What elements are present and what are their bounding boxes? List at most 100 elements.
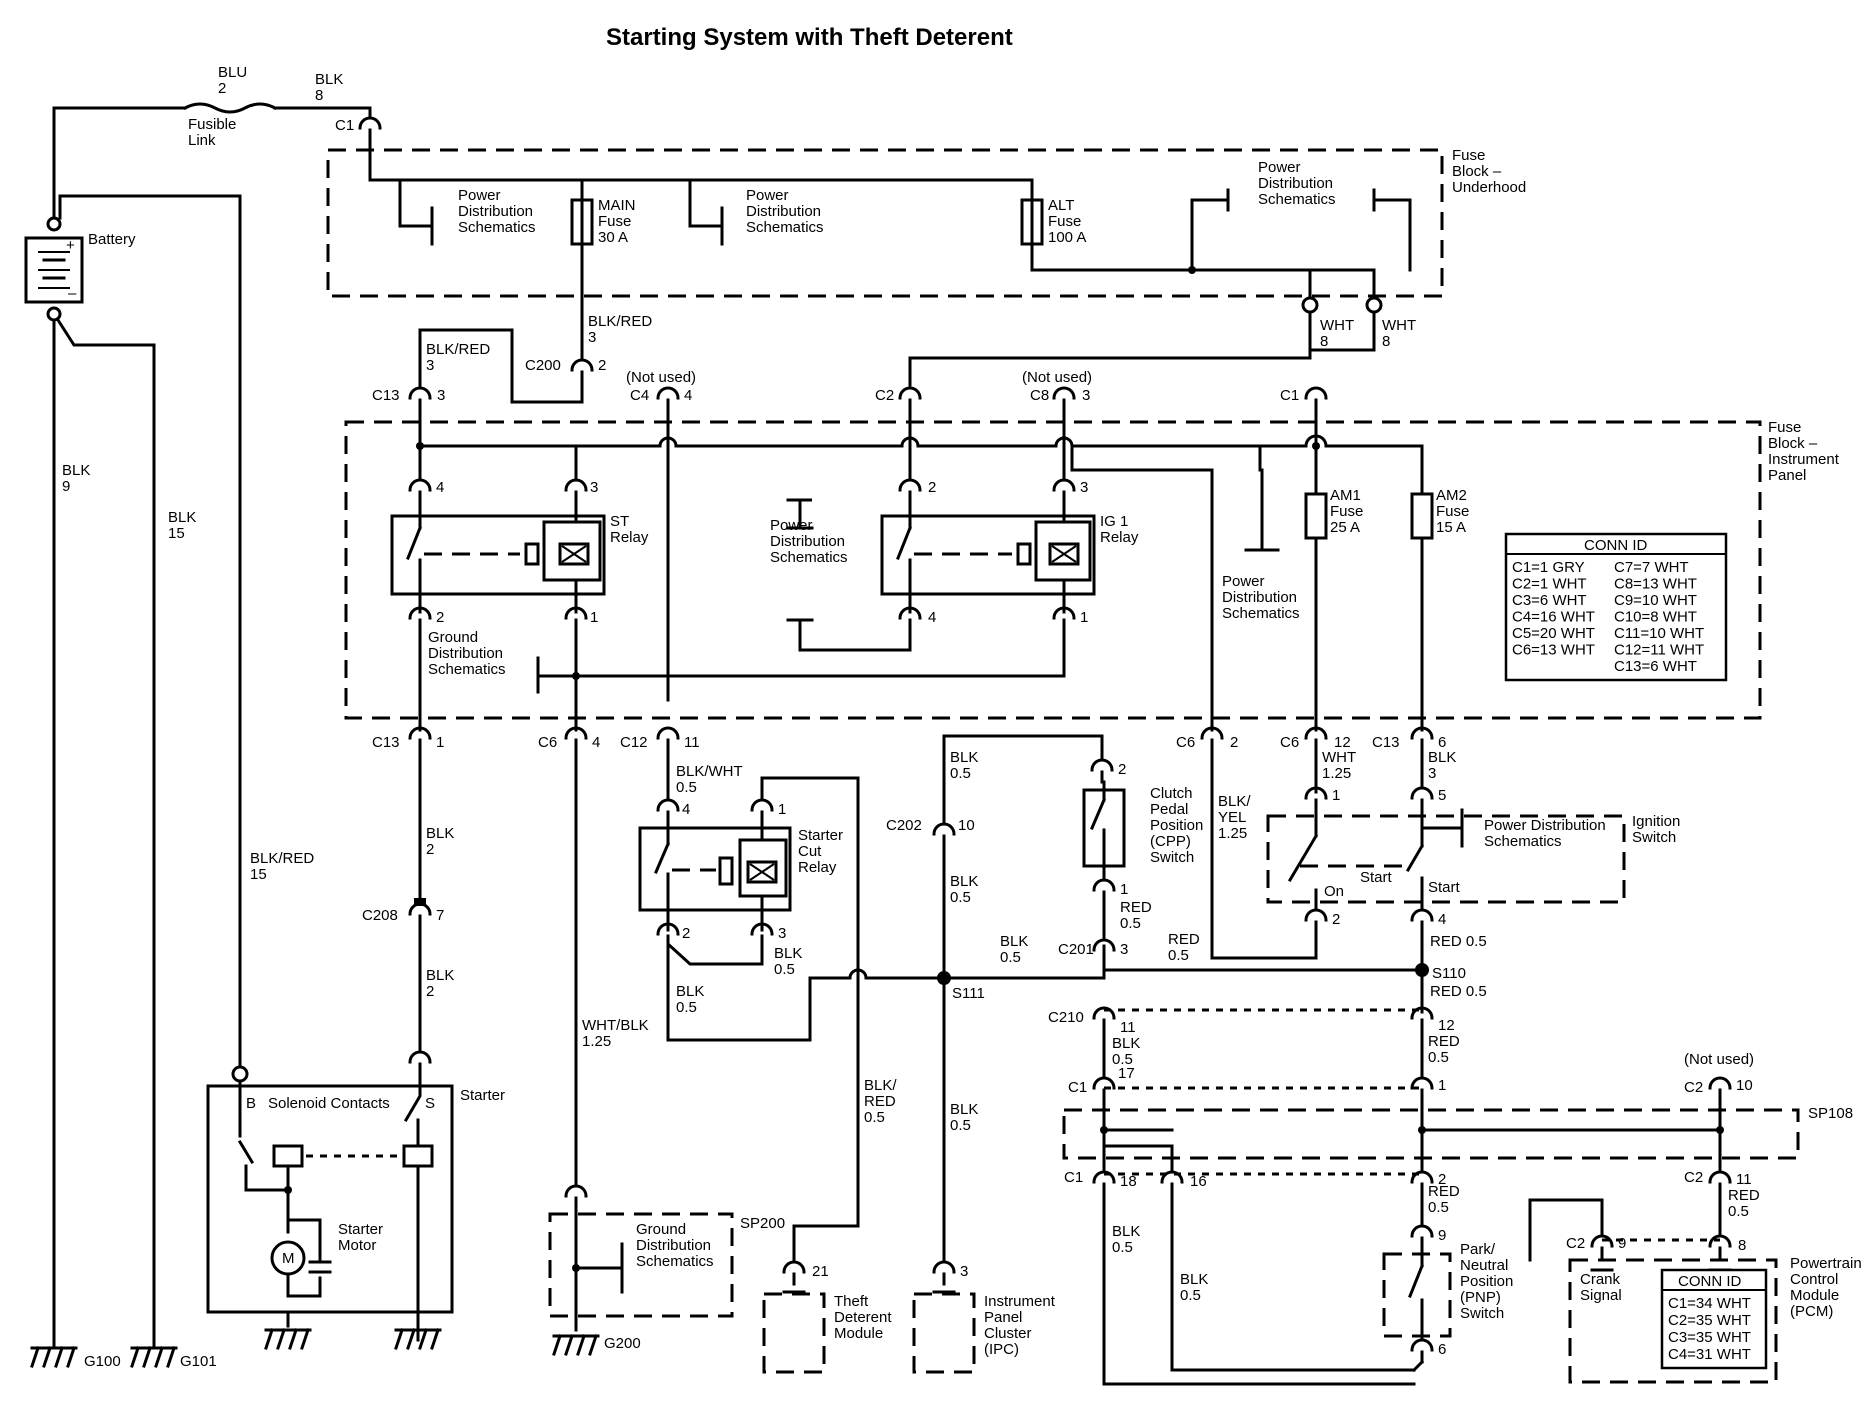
fuse-block-instrument-panel — [344, 420, 1762, 720]
svg-text:YEL: YEL — [1218, 809, 1246, 826]
svg-text:2: 2 — [426, 841, 434, 858]
svg-text:Power: Power — [770, 517, 813, 534]
svg-text:C13: C13 — [372, 734, 400, 751]
svg-text:1: 1 — [590, 609, 598, 626]
sp108 — [1062, 1108, 1800, 1160]
svg-text:BLK: BLK — [950, 1101, 978, 1118]
svg-text:9: 9 — [1618, 1235, 1626, 1252]
svg-text:0.5: 0.5 — [950, 889, 971, 906]
svg-text:BLK: BLK — [426, 825, 454, 842]
svg-text:Deterent: Deterent — [834, 1309, 892, 1326]
svg-text:30 A: 30 A — [598, 229, 628, 246]
svg-text:(PCM): (PCM) — [1790, 1303, 1833, 1320]
svg-text:C201: C201 — [1058, 941, 1094, 958]
svg-text:Schematics: Schematics — [1258, 191, 1336, 208]
svg-text:0.5: 0.5 — [774, 961, 795, 978]
svg-text:Ignition: Ignition — [1632, 813, 1680, 830]
svg-text:2: 2 — [598, 357, 606, 374]
svg-text:Schematics: Schematics — [458, 219, 536, 236]
svg-text:1: 1 — [436, 734, 444, 751]
svg-text:2: 2 — [928, 479, 936, 496]
svg-text:BLK: BLK — [774, 945, 802, 962]
svg-text:3: 3 — [437, 387, 445, 404]
svg-text:0.5: 0.5 — [1428, 1049, 1449, 1066]
svg-text:100 A: 100 A — [1048, 229, 1086, 246]
svg-text:3: 3 — [778, 925, 786, 942]
svg-text:C2: C2 — [875, 387, 894, 404]
svg-text:RED 0.5: RED 0.5 — [1430, 933, 1487, 950]
svg-text:Fuse: Fuse — [1768, 419, 1801, 436]
svg-text:RED: RED — [1428, 1033, 1460, 1050]
svg-text:C2: C2 — [1684, 1079, 1703, 1096]
svg-text:9: 9 — [1438, 1227, 1446, 1244]
svg-text:Switch: Switch — [1150, 849, 1194, 866]
svg-text:0.5: 0.5 — [950, 1117, 971, 1134]
svg-text:0.5: 0.5 — [1180, 1287, 1201, 1304]
svg-text:1: 1 — [1120, 881, 1128, 898]
svg-text:0.5: 0.5 — [1428, 1199, 1449, 1216]
svg-text:Power: Power — [458, 187, 501, 204]
svg-text:Ground: Ground — [636, 1221, 686, 1238]
svg-text:Panel: Panel — [1768, 467, 1806, 484]
theft-deterent-module — [762, 1292, 826, 1374]
svg-text:Schematics: Schematics — [1222, 605, 1300, 622]
instrument-panel-cluster — [912, 1292, 976, 1374]
svg-text:Start: Start — [1428, 879, 1461, 896]
svg-text:Relay: Relay — [798, 859, 837, 876]
svg-text:15: 15 — [250, 866, 267, 883]
am2-fuse: AM2 Fuse 15 A — [1410, 487, 1469, 732]
conn-id-left-row: C3=6 WHT — [1512, 592, 1587, 609]
svg-text:C4: C4 — [630, 387, 649, 404]
svg-text:25 A: 25 A — [1330, 519, 1360, 536]
svg-text:3: 3 — [588, 329, 596, 346]
svg-text:3: 3 — [960, 1263, 968, 1280]
ig1-relay: IG 1 Relay — [880, 500, 1139, 614]
svg-text:Module: Module — [834, 1325, 883, 1342]
pnp-switch — [1382, 1252, 1452, 1338]
svg-text:1: 1 — [778, 801, 786, 818]
fuse-block-underhood — [326, 148, 1444, 298]
svg-text:1: 1 — [1332, 787, 1340, 804]
svg-text:Clutch: Clutch — [1150, 785, 1193, 802]
svg-text:Block –: Block – — [1768, 435, 1818, 452]
svg-text:0.5: 0.5 — [950, 765, 971, 782]
svg-text:3: 3 — [1120, 941, 1128, 958]
svg-text:C202: C202 — [886, 817, 922, 834]
svg-text:RED: RED — [1428, 1183, 1460, 1200]
svg-text:CONN ID: CONN ID — [1678, 1273, 1742, 1290]
svg-text:0.5: 0.5 — [1168, 947, 1189, 964]
svg-text:3: 3 — [1428, 765, 1436, 782]
svg-text:BLK/: BLK/ — [1218, 793, 1251, 810]
svg-text:1: 1 — [1438, 1077, 1446, 1094]
svg-text:Position: Position — [1460, 1273, 1513, 1290]
svg-text:B: B — [246, 1095, 256, 1112]
svg-text:Starter: Starter — [460, 1087, 505, 1104]
svg-text:3: 3 — [590, 479, 598, 496]
svg-text:Fuse: Fuse — [1436, 503, 1469, 520]
svg-text:Starter: Starter — [338, 1221, 383, 1238]
conn-id-left-row: C1=1 GRY — [1512, 559, 1585, 576]
conn-id-right-row: C13=6 WHT — [1614, 658, 1697, 675]
svg-text:4: 4 — [436, 479, 444, 496]
fusible-link: BLU 2 Fusible Link — [182, 64, 278, 149]
svg-text:RED: RED — [1168, 931, 1200, 948]
alt-fuse: ALT Fuse 100 A — [1020, 178, 1312, 272]
svg-text:Switch: Switch — [1460, 1305, 1504, 1322]
svg-text:Schematics: Schematics — [1484, 833, 1562, 850]
svg-text:Start: Start — [1360, 869, 1393, 886]
conn-id-right-row: C10=8 WHT — [1614, 609, 1697, 626]
pcm-conn-id-row: C3=35 WHT — [1668, 1329, 1751, 1346]
svg-text:2: 2 — [1438, 1171, 1446, 1188]
svg-text:Park/: Park/ — [1460, 1241, 1496, 1258]
svg-text:0.5: 0.5 — [1000, 949, 1021, 966]
svg-text:18: 18 — [1120, 1173, 1137, 1190]
svg-text:S110: S110 — [1432, 965, 1466, 982]
svg-text:Pedal: Pedal — [1150, 801, 1188, 818]
svg-text:0.5: 0.5 — [864, 1109, 885, 1126]
svg-text:C200: C200 — [525, 357, 561, 374]
svg-text:BLK/RED: BLK/RED — [588, 313, 652, 330]
conn-id-right-row: C9=10 WHT — [1614, 592, 1697, 609]
svg-text:BLU: BLU — [218, 64, 247, 81]
svg-text:3: 3 — [426, 357, 434, 374]
